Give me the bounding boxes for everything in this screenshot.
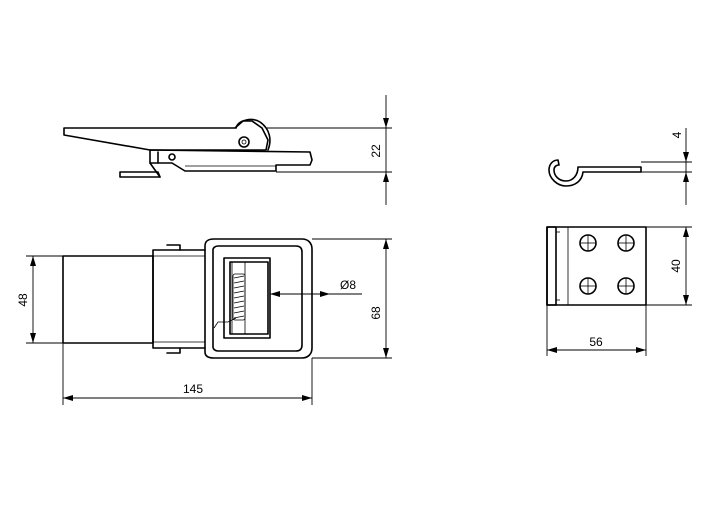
hook-side-view xyxy=(548,128,692,205)
plate-height-label: 40 xyxy=(669,259,683,273)
hook-thickness-label: 4 xyxy=(670,131,684,138)
latch-side-view xyxy=(63,95,392,205)
mounting-hole xyxy=(579,277,597,295)
mounting-hole xyxy=(617,234,635,252)
side-height-label: 22 xyxy=(369,144,383,158)
spring xyxy=(213,273,246,329)
hook-plate-front-view xyxy=(546,226,692,356)
front-length-label: 145 xyxy=(183,382,203,396)
hole-diameter-label: Ø8 xyxy=(340,278,356,292)
plate-width-label: 56 xyxy=(589,335,603,349)
latch-front-view xyxy=(26,238,392,405)
mounting-hole xyxy=(617,277,635,295)
front-overall-height-label: 68 xyxy=(369,306,383,320)
front-height-label: 48 xyxy=(16,293,30,307)
mounting-hole xyxy=(579,234,597,252)
